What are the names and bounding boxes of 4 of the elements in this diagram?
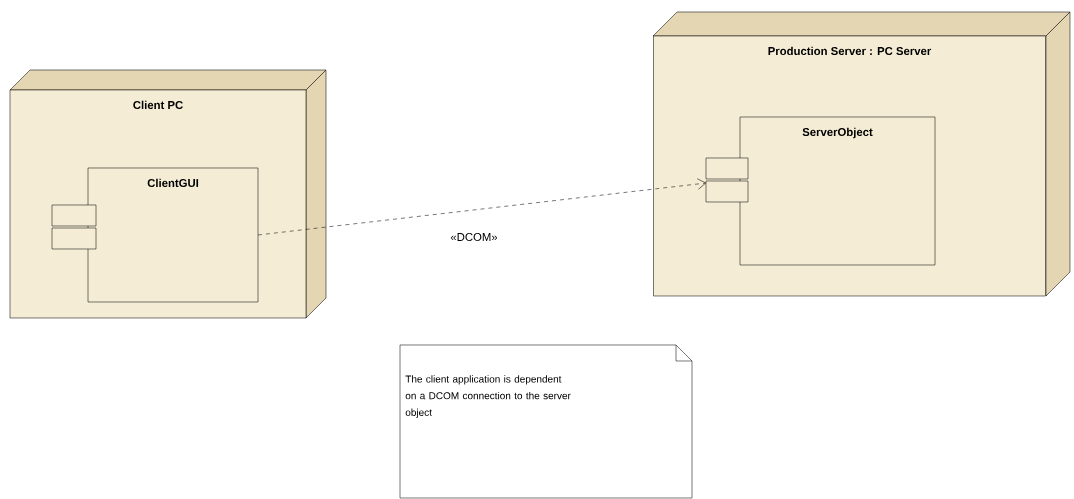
component-box: ServerObject [705, 116, 936, 266]
edge-label: «DCOM» [449, 231, 499, 243]
component-box: ClientGUI [51, 167, 259, 303]
dependency-arrow [257, 178, 707, 236]
